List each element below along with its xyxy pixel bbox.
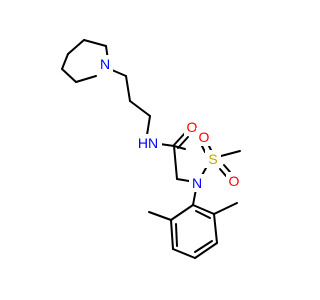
bond [159,143,175,147]
sulfonamide-nitrogen-label: N [192,175,202,191]
bond [177,136,189,149]
bond [194,242,218,259]
sulfonamide-nitrogen-symbol: N [192,175,202,191]
molecule-structure-diagram: N HN O N S O [61,39,242,259]
bond [125,75,131,102]
bond [146,115,151,136]
bond [173,145,178,180]
sulfur-symbol: S [208,151,217,167]
amide-nitrogen-label: HN [138,135,158,151]
carbonyl-oxygen-symbol: O [187,119,198,135]
label-background [205,150,221,168]
bond [195,210,211,219]
label-background [134,134,162,152]
bonds-group [61,39,241,259]
bond [194,240,213,253]
bond [61,53,69,70]
bond [176,178,190,182]
amide-nitrogen-symbol: H [138,135,148,151]
bond [173,132,186,146]
sulfonyl-oxygen-2-label: O [229,173,240,189]
bond [75,75,97,83]
bond [192,204,215,215]
label-background [97,55,113,73]
amide-nitrogen-suffix: N [148,135,158,151]
bond [170,204,194,221]
sulfur-label: S [208,151,217,167]
bond [175,223,178,247]
bond [61,68,77,83]
bond [223,164,231,173]
sulfonyl-oxygen-1-symbol: O [199,129,210,145]
label-background [226,172,242,190]
bond [213,213,218,244]
label-background [189,174,205,192]
bond [172,248,196,259]
piperidine-nitrogen-label: N [100,56,110,72]
sulfonyl-oxygen-1-label: O [199,129,210,145]
bond [129,100,151,117]
bond [219,168,227,177]
bond [148,211,172,221]
molecule-canvas: N HN O N S O [61,39,242,259]
atom-labels-group: N HN O N S O [97,55,242,192]
bond [213,202,238,215]
bond [83,39,107,47]
label-background [196,128,212,146]
bond [67,39,85,55]
sulfonyl-oxygen-2-symbol: O [229,173,240,189]
carbonyl-oxygen-label: O [187,119,198,135]
bond [220,150,241,157]
bond [170,219,174,250]
piperidine-nitrogen-symbol: N [100,56,110,72]
bond [111,69,127,77]
